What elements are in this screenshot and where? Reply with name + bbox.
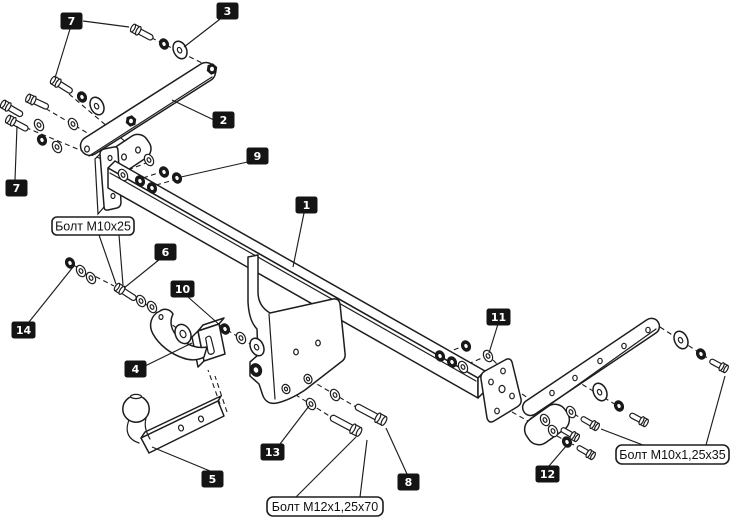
bolt-m12x70: [327, 411, 364, 439]
lock-nut: [170, 170, 184, 186]
svg-text:5: 5: [209, 473, 217, 486]
callout-2: 2: [212, 111, 235, 129]
bolt: [23, 92, 51, 113]
spec-notes: Болт М10х25 Болт М12х1,25х70 Болт М10х1,…: [51, 216, 730, 517]
bolt: [48, 74, 76, 97]
right-side-arm-assembly: [521, 317, 661, 446]
lock-nut: [459, 338, 473, 354]
callout-14: 14: [11, 321, 36, 339]
svg-text:Болт М10х25: Болт М10х25: [55, 220, 131, 234]
left-side-arm-assembly: [79, 61, 217, 216]
hardware: [0, 22, 731, 462]
lock-nut: [612, 398, 626, 414]
svg-text:7: 7: [13, 182, 21, 195]
svg-text:13: 13: [265, 446, 280, 459]
callout-10: 10: [170, 280, 195, 298]
callout-leaders: [14, 15, 568, 475]
svg-text:2: 2: [220, 114, 228, 127]
tow-ball-assembly: [122, 393, 225, 454]
lock-nut: [35, 132, 49, 148]
washer: [73, 263, 89, 279]
svg-text:7: 7: [68, 15, 76, 28]
svg-text:8: 8: [405, 476, 413, 489]
washer: [31, 117, 47, 133]
lock-nut: [694, 346, 708, 362]
bolt: [574, 442, 598, 462]
svg-text:10: 10: [175, 283, 191, 296]
svg-text:14: 14: [16, 324, 32, 337]
lock-nut: [157, 36, 171, 52]
svg-text:3: 3: [224, 5, 232, 18]
callout-9: 9: [246, 147, 269, 165]
gooseneck-bracket: [247, 254, 346, 405]
bolt-m10x25: [112, 281, 139, 304]
bolt: [578, 413, 602, 433]
spacer-washer: [86, 94, 108, 118]
note-bolt-m10x35: Болт М10х1,25х35: [615, 444, 730, 465]
lock-nut: [63, 255, 77, 271]
callout-5: 5: [201, 470, 224, 488]
callout-12: 12: [535, 465, 560, 483]
note-bolt-m10x25: Болт М10х25: [51, 216, 135, 236]
bolt: [128, 22, 156, 44]
callout-boxes: 7 3 2 9 1 7 6 10: [5, 2, 560, 491]
washer: [327, 387, 343, 403]
lock-nut: [157, 164, 171, 180]
svg-text:1: 1: [303, 199, 311, 212]
callout-6: 6: [154, 243, 177, 261]
callout-4: 4: [124, 360, 147, 378]
callout-13: 13: [260, 443, 285, 461]
svg-text:11: 11: [491, 311, 506, 324]
bracket-bushing: [249, 363, 263, 377]
callout-7-left: 7: [5, 179, 28, 197]
callout-1: 1: [295, 196, 318, 214]
bolt-m10x35: [627, 410, 651, 429]
svg-text:12: 12: [540, 468, 555, 481]
tow-ball: [122, 395, 150, 423]
callout-8: 8: [397, 473, 420, 491]
callout-3: 3: [216, 2, 239, 20]
svg-text:4: 4: [132, 363, 140, 376]
svg-text:6: 6: [162, 246, 170, 259]
spacer-washer: [670, 328, 692, 352]
bolt-m10x35: [707, 356, 731, 375]
bolt-m12x70: [352, 400, 389, 428]
svg-text:Болт М12х1,25х70: Болт М12х1,25х70: [272, 500, 378, 514]
svg-text:9: 9: [254, 150, 262, 163]
assembly-dashed-rails: [9, 29, 710, 446]
washer: [83, 270, 99, 286]
right-end-plate: [480, 358, 522, 423]
note-bolt-m12x70: Болт М12х1,25х70: [266, 496, 384, 517]
hook-plate: [149, 308, 208, 361]
washer: [233, 330, 249, 346]
spacer-washer: [169, 38, 191, 62]
washer-11: [480, 348, 496, 364]
side-arm-right: [521, 317, 661, 417]
callout-11: 11: [486, 308, 511, 326]
callout-7-upper: 7: [60, 12, 83, 30]
washer: [65, 116, 81, 132]
svg-text:Болт М10х1,25х35: Болт М10х1,25х35: [619, 448, 725, 462]
